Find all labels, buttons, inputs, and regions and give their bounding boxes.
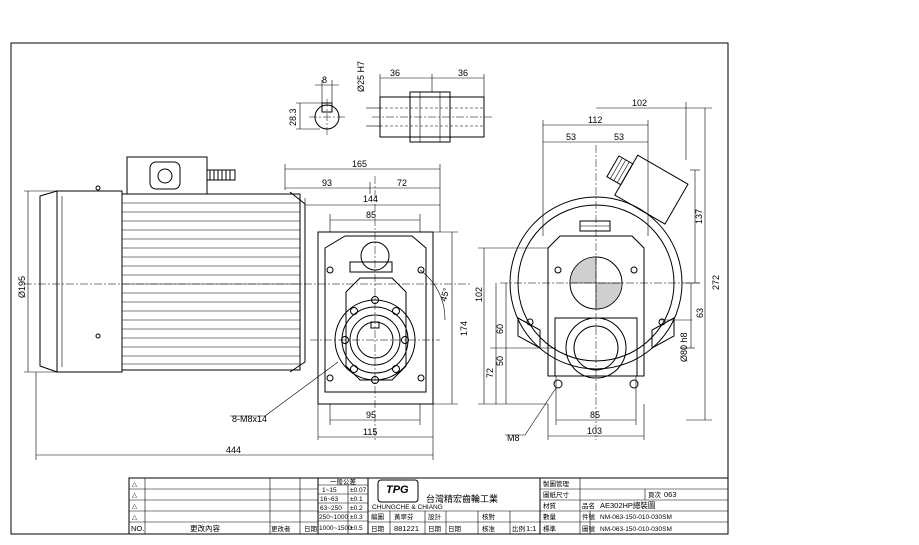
shaft-section <box>366 74 492 143</box>
dim-base-115: 115 <box>363 427 377 437</box>
terminal-box-side <box>606 154 689 225</box>
dim-height-137: 137 <box>694 209 704 224</box>
tb-part-no-label: 件號 <box>582 512 596 521</box>
tb-scale-label: 比例 <box>512 524 525 533</box>
tb-approve-label: 核准 <box>482 524 496 533</box>
tb-material-label: 材質 <box>543 501 557 510</box>
tol-value: ±0.5 <box>350 525 363 532</box>
tol-value: ±0.3 <box>350 514 363 521</box>
dim-mount-85: 85 <box>590 410 600 420</box>
tb-dwg-no-label: 圖號 <box>582 524 596 533</box>
tb-scale-value: 1:1 <box>526 524 536 533</box>
title-block: △ △ △ △ <box>128 477 729 535</box>
svg-text:△: △ <box>132 492 138 499</box>
dim-v50: 50 <box>495 356 505 366</box>
tb-date-value: 881221 <box>394 524 419 533</box>
tb-name-label: 品名 <box>582 501 595 510</box>
dim-flange-112: 112 <box>588 115 602 125</box>
dim-motor-diameter: Ø195 <box>17 276 27 298</box>
keyway-detail <box>296 80 345 135</box>
motor-front-view <box>24 156 470 373</box>
dim-height-174: 174 <box>459 321 469 336</box>
dim-foot-95: 95 <box>366 410 376 420</box>
dim-m8: M8 <box>507 433 520 443</box>
tb-drawn-value: 黃翠芬 <box>394 512 414 521</box>
dim-shaft-left: 36 <box>390 68 400 78</box>
dim-side-left: 93 <box>322 178 332 188</box>
dim-key-width: 8 <box>322 75 327 85</box>
dim-bolt-spec: 8-M8x14 <box>232 414 267 424</box>
dim-v60: 60 <box>495 324 505 334</box>
dim-key-height: 28.3 <box>288 108 298 126</box>
tb-std-label: 標準 <box>543 524 557 533</box>
dim-height-63: 63 <box>695 308 705 318</box>
company-name: 台灣精宏齒輪工業 <box>426 493 498 504</box>
tb-dwg-size-label: 圖紙尺寸 <box>543 490 570 499</box>
dim-shaft-right: 36 <box>458 68 468 78</box>
dim-output-bore: Ø80 h8 <box>679 332 689 362</box>
tb-date3-label: 日期 <box>448 525 462 533</box>
company-sub: CHUNGCHE & CHIANG <box>372 504 443 511</box>
dim-v102: 102 <box>474 287 484 302</box>
dim-v72: 72 <box>485 368 495 378</box>
dim-half-right: 53 <box>614 132 624 142</box>
tb-page-label: 頁次 <box>648 490 662 499</box>
tb-change-date-label: 日期 <box>304 525 318 533</box>
dim-height-272: 272 <box>711 275 721 290</box>
tb-drawn-label: 編圖 <box>371 512 384 521</box>
front-view-dimensions <box>24 164 458 460</box>
tol-range: 63~250 <box>320 505 342 512</box>
dim-angle-45: 45° <box>438 286 451 302</box>
tb-change-by-label: 更改者 <box>271 524 291 533</box>
dim-overall-side: 165 <box>352 159 367 169</box>
tb-design-label: 設計 <box>428 512 442 521</box>
tol-value: ±0.1 <box>350 496 363 503</box>
dim-bore: Ø25 H7 <box>356 61 366 92</box>
tb-no-label: NO. <box>131 524 144 533</box>
tb-tolerance-header: 一般公差 <box>330 477 357 486</box>
svg-text:△: △ <box>132 503 138 510</box>
tb-date2-label: 日期 <box>428 525 442 533</box>
tb-change-label: 更改內容 <box>190 523 220 533</box>
tb-name-value: AE302HP總裝圖 <box>600 500 655 510</box>
dim-flange-width: 144 <box>363 194 378 204</box>
tol-range: 250~1000 <box>319 514 348 521</box>
tol-value: ±0.07 <box>350 487 367 494</box>
gearbox-front-view <box>310 176 440 440</box>
tb-qty-label: 數量 <box>543 512 557 521</box>
tb-dwg-mgmt-label: 製圖管理 <box>543 479 570 488</box>
cable-gland <box>209 170 231 180</box>
company-logo: TPG <box>386 484 409 496</box>
dim-top-offset: 102 <box>632 98 647 108</box>
side-view <box>500 145 700 440</box>
tb-check-label: 核對 <box>482 512 496 521</box>
tol-range: 1000~1500 <box>319 525 352 532</box>
tol-value: ±0.2 <box>350 505 363 512</box>
svg-text:△: △ <box>132 481 138 488</box>
dim-housing-width: 85 <box>366 210 376 220</box>
tb-date-label: 日期 <box>371 525 385 533</box>
tb-part-no-value: NM-063-150-010-030SM <box>600 514 672 521</box>
tb-dwg-no-value: NM-063-150-010-030SM <box>600 526 672 533</box>
motor-fins <box>122 202 300 365</box>
tolerance-table: 1~15 ±0.07 16~63 ±0.1 63~250 ±0.2 250~10… <box>319 487 367 532</box>
tol-range: 16~63 <box>320 496 339 503</box>
tb-page-value: 063 <box>664 490 677 499</box>
dim-half-left: 53 <box>566 132 576 142</box>
side-view-dimensions <box>478 102 712 440</box>
tol-range: 1~15 <box>322 487 337 494</box>
dim-total-length: 444 <box>226 445 241 455</box>
dim-side-right: 72 <box>397 178 407 188</box>
svg-text:△: △ <box>132 514 138 521</box>
dim-mount-103: 103 <box>587 426 602 436</box>
